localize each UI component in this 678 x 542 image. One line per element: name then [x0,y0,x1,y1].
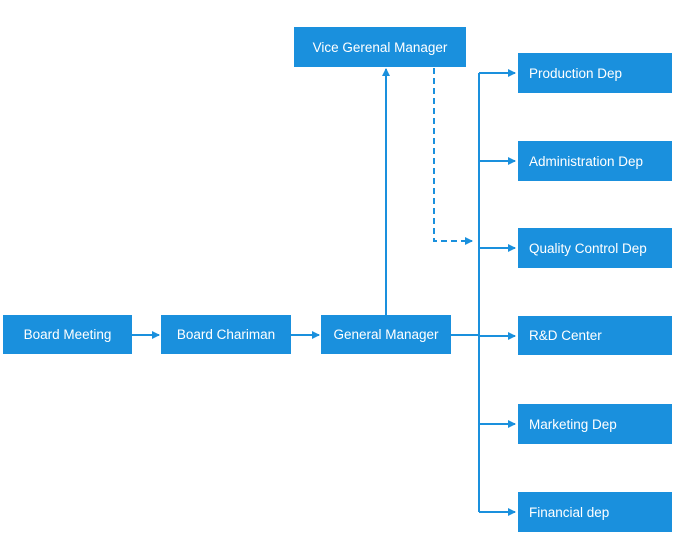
board-chairman-box: Board Chariman [161,315,291,354]
department-box-rd-center: R&D Center [518,316,672,355]
department-label: Administration Dep [529,153,644,169]
department-label: Production Dep [529,65,623,81]
department-label: R&D Center [529,328,602,343]
general-manager-box: General Manager [321,315,451,354]
board-meeting-box: Board Meeting [3,315,132,354]
department-box-production: Production Dep [518,53,672,93]
department-label: Marketing Dep [529,416,617,432]
department-box-quality-control: Quality Control Dep [518,228,672,268]
general-manager-label: General Manager [333,327,439,342]
department-label: Quality Control Dep [529,240,647,256]
department-box-financial: Financial dep [518,492,672,532]
department-box-marketing: Marketing Dep [518,404,672,444]
vice-general-manager-box: Vice Gerenal Manager [294,27,466,67]
department-box-administration: Administration Dep [518,141,672,181]
dashed-arrow-vice-gm-to-quality [433,68,473,245]
vice-general-manager-label: Vice Gerenal Manager [312,39,448,55]
department-label: Financial dep [529,504,610,520]
board-chairman-label: Board Chariman [176,327,276,342]
board-meeting-label: Board Meeting [23,327,112,342]
